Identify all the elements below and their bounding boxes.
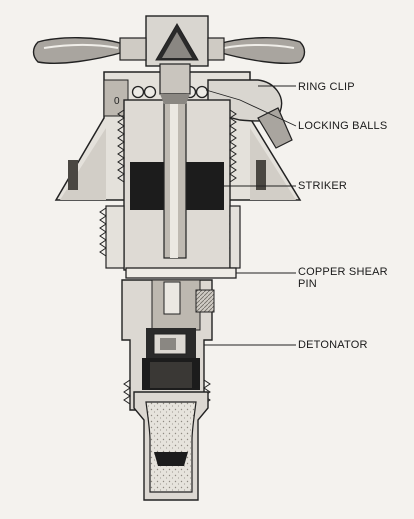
svg-text:0: 0 (114, 96, 120, 107)
striker (130, 63, 224, 259)
locking-balls-label: LOCKING BALLS (298, 120, 388, 132)
copper-shear-pin-label-line2: PIN (298, 278, 317, 290)
arming-vane-right (217, 37, 306, 64)
arming-vane-left (32, 37, 125, 64)
booster-cup (133, 391, 209, 501)
lower-body (121, 279, 296, 411)
striker-label: STRIKER (298, 180, 348, 192)
ring-clip-label: RING CLIP (298, 81, 355, 93)
leader-lines (205, 85, 297, 187)
copper-shear-pin-label-line1: COPPER SHEAR (298, 266, 388, 278)
copper-shear-pin (125, 267, 296, 279)
detonator-label: DETONATOR (298, 339, 368, 351)
nose-cap (119, 15, 225, 67)
